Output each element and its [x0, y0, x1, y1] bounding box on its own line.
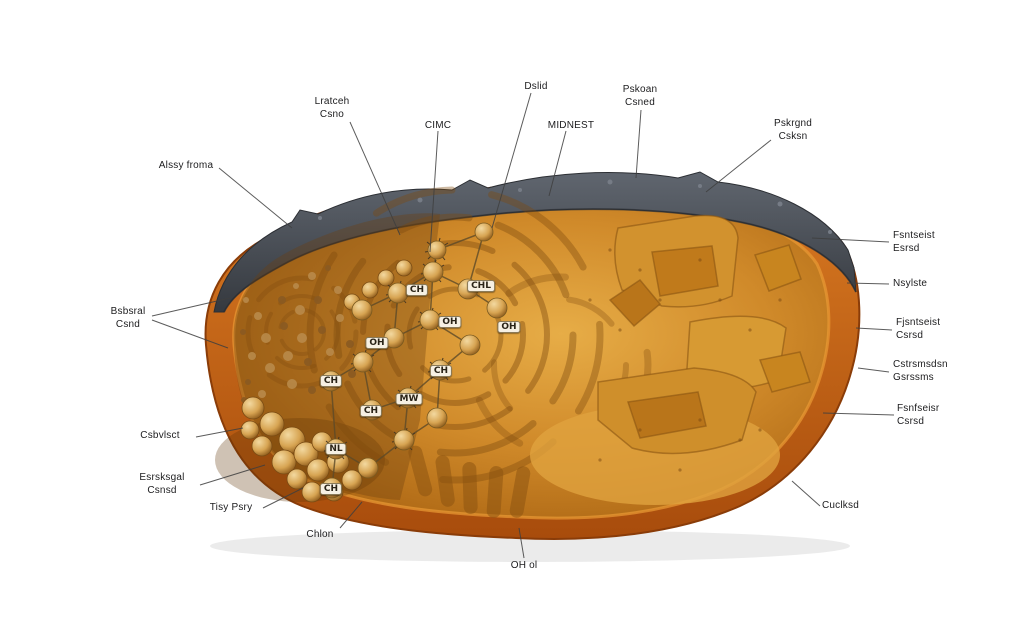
label-lratceh-csno: Lratceh Csno — [314, 96, 350, 120]
molecule-tag-ch: CH — [359, 405, 383, 417]
label-midnest: MIDNEST — [547, 120, 595, 131]
label-oh-ol: OH ol — [510, 560, 538, 571]
label-esrsksgal-csnsd: Esrsksgal Csnsd — [139, 472, 185, 496]
label-csbvlsct: Csbvlsct — [140, 430, 180, 441]
ground-shadow — [210, 530, 850, 562]
molecule-tag-oh: OH — [365, 337, 389, 349]
label-fsntseist-esrsd: Fsntseist Esrsd — [893, 230, 935, 254]
label-bsbsral-csnd: Bsbsral Csnd — [110, 306, 146, 330]
label-fjsntseist-csrsd: Fjsntseist Csrsd — [896, 317, 941, 341]
leader-lines — [151, 92, 895, 559]
interior-speckles — [588, 248, 782, 472]
label-chlon: Chlon — [306, 529, 334, 540]
cristae-rings — [245, 186, 652, 484]
molecule-tag-chl: CHL — [467, 280, 495, 292]
label-fsnfseisr-csrsd: Fsnfseisr Csrsd — [897, 403, 940, 427]
label-cimc: CIMC — [424, 120, 452, 131]
label-cuclksd: Cuclksd — [822, 500, 859, 511]
label-tisy-psry: Tisy Psry — [209, 502, 253, 513]
rib-slats — [408, 445, 531, 518]
molecule-tag-mw: MW — [395, 393, 423, 405]
outer-crust — [213, 171, 857, 313]
molecule-tag-ch: CH — [429, 365, 453, 377]
label-nsylste: Nsylste — [893, 278, 928, 289]
molecule-tag-ch: CH — [405, 284, 429, 296]
label-cstrsmsdsn-gsrssms: Cstrsmsdsn Gsrssms — [893, 359, 948, 383]
label-dslid: Dslid — [524, 81, 548, 92]
label-alssy-froma: Alssy froma — [158, 160, 214, 171]
terrace-structures — [530, 214, 811, 505]
label-pskoan-csned: Pskoan Csned — [622, 84, 658, 108]
molecule-tag-oh: OH — [497, 321, 521, 333]
molecule-tag-ch: CH — [319, 375, 343, 387]
molecule-tag-ch: CH — [319, 483, 343, 495]
molecule-tag-oh: OH — [438, 316, 462, 328]
label-pskrgnd-csksn: Pskrgnd Csksn — [773, 118, 813, 142]
molecule-tag-nl: NL — [325, 443, 347, 455]
